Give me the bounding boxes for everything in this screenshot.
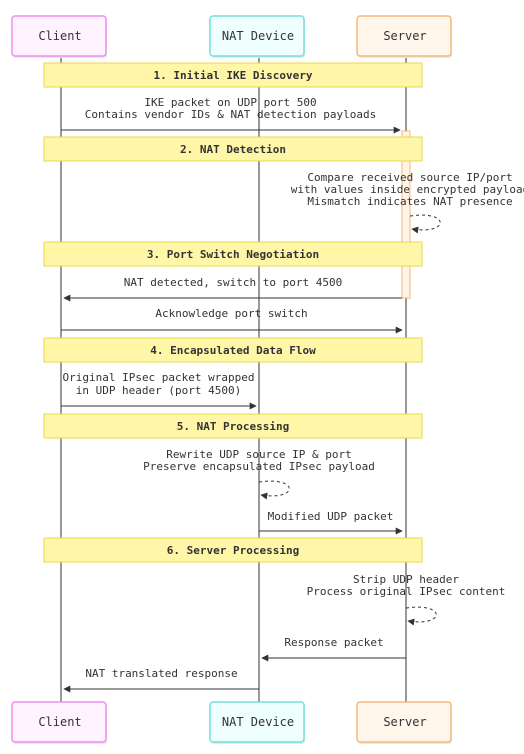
message-7-label: Modified UDP packet [268, 510, 394, 523]
actor-label-client-top: Client [38, 29, 81, 43]
message-6-self-arrow [258, 480, 290, 500]
actor-box-server-top [356, 15, 452, 57]
section-title-1: 1. Initial IKE Discovery [154, 69, 313, 82]
message-2-label: with values inside encrypted payload [291, 183, 524, 196]
actor-label-server-top: Server [383, 29, 426, 43]
section-title-4: 4. Encapsulated Data Flow [150, 344, 316, 357]
message-1-label: Contains vendor IDs & NAT detection payl… [85, 108, 376, 121]
actor-label-nat-top: NAT Device [222, 29, 294, 43]
message-2-label: Mismatch indicates NAT presence [307, 195, 512, 208]
section-bar-3 [43, 241, 423, 267]
section-bar-2 [43, 136, 423, 162]
message-9-label: Response packet [284, 636, 383, 649]
section-title-5: 5. NAT Processing [177, 420, 290, 433]
message-1-label: IKE packet on UDP port 500 [144, 96, 316, 109]
actor-box-nat-top [209, 15, 305, 57]
message-3-label: NAT detected, switch to port 4500 [124, 276, 343, 289]
actor-box-client-bottom [11, 701, 107, 743]
section-title-3: 3. Port Switch Negotiation [147, 248, 319, 261]
actor-label-client-bottom: Client [38, 715, 81, 729]
section-title-2: 2. NAT Detection [180, 143, 286, 156]
actor-box-server-bottom [356, 701, 452, 743]
message-8-label: Process original IPsec content [307, 585, 506, 598]
actor-box-client-top [11, 15, 107, 57]
section-bar-1 [43, 62, 423, 88]
actor-label-nat-bottom: NAT Device [222, 715, 294, 729]
message-2-label: Compare received source IP/port [307, 171, 512, 184]
message-6-label: Preserve encapsulated IPsec payload [143, 460, 375, 473]
message-8-self-arrow [405, 606, 437, 626]
server-activation-bar [401, 130, 411, 299]
actor-label-server-bottom: Server [383, 715, 426, 729]
section-bar-6 [43, 537, 423, 563]
message-8-label: Strip UDP header [353, 573, 459, 586]
message-10-label: NAT translated response [85, 667, 237, 680]
message-6-label: Rewrite UDP source IP & port [166, 448, 351, 461]
section-bar-4 [43, 337, 423, 363]
section-bar-5 [43, 413, 423, 439]
message-5-label: Original IPsec packet wrapped [62, 371, 254, 384]
message-5-label: in UDP header (port 4500) [76, 384, 242, 397]
section-title-6: 6. Server Processing [167, 544, 299, 557]
actor-box-nat-bottom [209, 701, 305, 743]
message-2-self-arrow [409, 214, 441, 234]
message-4-label: Acknowledge port switch [155, 307, 307, 320]
